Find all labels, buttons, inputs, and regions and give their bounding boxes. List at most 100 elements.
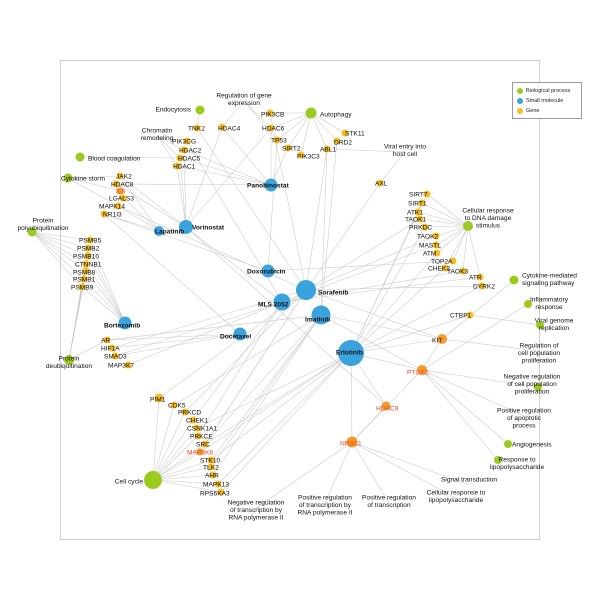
node-hdac2: HDAC2 [179,146,202,154]
figure-frame [60,60,540,540]
node-label-imatinib: Imatinib [305,316,330,323]
node-label-atr: ATR [469,274,482,281]
node-dot-dna-damage [463,221,473,231]
node-dot-ar [103,336,111,344]
node-dot-mls2052 [273,293,291,311]
edge-neg-reg-cell-pop-ptgs2 [421,369,539,388]
node-label-autophagy: Autophagy [320,111,352,118]
edge-regulation-gene-expression-hdac4 [221,100,245,128]
edge-protein-polyubiquitination-psmb1 [31,231,85,280]
node-dot-prkce [194,432,202,440]
node-jak2: JAK2 [116,172,132,180]
node-dot-nr1i3 [100,210,108,218]
node-label-vorinostat: Vorinostat [192,224,225,231]
node-label-angiogenesis: Angiogenesis [512,441,552,448]
node-dot-sirt1 [418,199,426,207]
edge-erlotinib-mapk13 [217,352,352,485]
legend-label: Gene [526,108,540,114]
node-dot-prkcd [181,408,189,416]
edge-imatinib-drd2 [320,140,338,316]
node-label-mls2052: MLS 2052 [258,301,289,308]
edge-autophagy-sirt2 [287,112,312,149]
node-label-ahr: AHR [205,472,219,479]
edge-vorinostat-hdac2 [183,149,187,228]
edge-imatinib-cdk5 [173,314,322,406]
edge-bortezomib-psmb10 [87,255,126,324]
edge-vorinostat-hdac4 [185,126,223,228]
node-axl: AXL [375,179,388,187]
edge-vorinostat-hdac6 [185,127,272,228]
node-label-il6: IL6 [116,188,125,195]
node-erlotinib: Erlotinib [336,340,364,366]
node-atm: ATM [423,249,441,257]
node-sorafenib: Sorafenib [296,280,348,300]
edge-panobinostat-hdac8 [115,183,272,186]
node-hdac4: HDAC4 [218,123,241,132]
node-docetaxel: Docetaxel [220,327,251,341]
node-dot-blood-coagulation [75,152,85,162]
edge-cytokine-storm-il6 [67,177,121,192]
node-ctbp1: CTBP1 [450,311,474,319]
node-dot-mapk13 [214,480,222,488]
node-pim1: PIM1 [150,393,166,403]
node-label-map3k7: MAP3K7 [108,362,134,369]
node-panobinostat: Panobinostat [247,178,290,192]
edge-kit-ptgs2 [421,338,443,371]
edge-imatinib-tlk2 [210,314,322,468]
node-dot-pik3cb [266,109,274,117]
node-label-kit: KIT [432,337,442,344]
edge-protein-polyubiquitination-psmb5 [31,231,91,241]
edge-sorafenib-abl1 [305,148,328,291]
edge-erlotinib-csnk1a1 [196,352,352,429]
node-label-top2a: TOP2A [431,258,453,265]
node-cytokine-storm: Cytokine storm [61,173,105,183]
node-sirt7: SIRT7 [409,190,431,198]
node-autophagy: Autophagy [305,107,352,119]
node-dot-doxorubicin [261,264,275,278]
node-label-prkce: PRKCE [190,433,213,440]
edge-pos-reg-transcription-pol2-nr3c1 [324,441,353,504]
edge-dna-damage-top2a [452,225,469,262]
node-psmb9: PSMB9 [71,283,94,291]
node-dot-hdac8 [112,180,120,188]
edge-cell-cycle-stk10 [152,459,212,481]
node-dot-rps6ka3 [217,488,225,496]
node-dot-csnk1a1 [193,424,201,432]
edge-vorinostat-hdac1 [176,165,187,228]
node-lgals3: LGALS3 [109,194,134,202]
edge-dna-damage-taok2 [435,225,469,237]
node-dot-kit [437,334,447,344]
edge-cytokine-signaling-kit [441,279,515,340]
edge-sorafenib-mapk14 [117,205,307,291]
node-dot-panobinostat [264,178,278,192]
node-label-tlk2: TLK2 [203,464,219,471]
node-dot-docetaxel [233,327,247,341]
edge-panobinostat-hdac2 [183,149,272,186]
edge-cell-cycle-tlk2 [152,466,212,481]
node-label-ar: AR [101,337,110,344]
node-label-hdac4: HDAC4 [218,125,241,132]
edge-vorinostat-hdac5 [179,157,187,228]
node-label-drd2: DRD2 [334,139,352,146]
edge-lapatinib-jak2 [119,175,160,232]
edge-lapatinib-nr1i3 [103,213,160,232]
node-label-erlotinib: Erlotinib [336,349,363,356]
edge-dna-damage-atr [467,225,481,278]
node-label-pik3cg: PIK3CG [172,138,196,145]
node-dot-pik3c3 [297,151,305,159]
edge-mls2052-chek1 [192,301,283,421]
edge-sorafenib-prkcd [184,289,307,413]
edge-vorinostat-hdac8 [115,183,187,228]
node-label-bortezomib: Bortezomib [104,322,140,329]
node-label-taok2: TAOK2 [417,233,438,240]
node-dot-ptgs2 [417,365,427,375]
node-label-cytokine-storm: Cytokine storm [61,175,105,182]
node-atr: ATR [469,273,484,281]
